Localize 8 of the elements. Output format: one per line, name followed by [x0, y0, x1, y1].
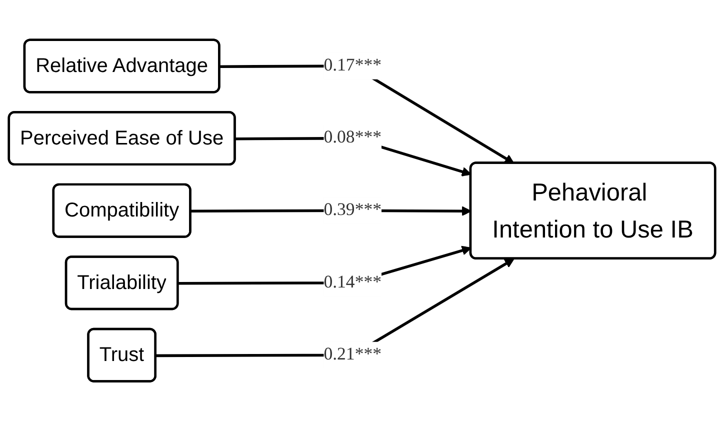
arrow [220, 64, 514, 164]
edge-label: 0.14*** [324, 272, 382, 292]
edge-label: 0.08*** [324, 128, 382, 148]
edge-label: 0.39*** [324, 200, 382, 220]
edge-label: 0.21*** [324, 345, 382, 364]
edge-label: 0.17*** [324, 56, 382, 75]
arrow [156, 258, 514, 357]
path-diagram: 0.17*** 0.08*** 0.39*** 0.14*** 0.21*** Relative Advantage Perceived Ease of Use Compatibility Trialability Trust Pehavioral Intention to Use IB [0, 30, 724, 390]
